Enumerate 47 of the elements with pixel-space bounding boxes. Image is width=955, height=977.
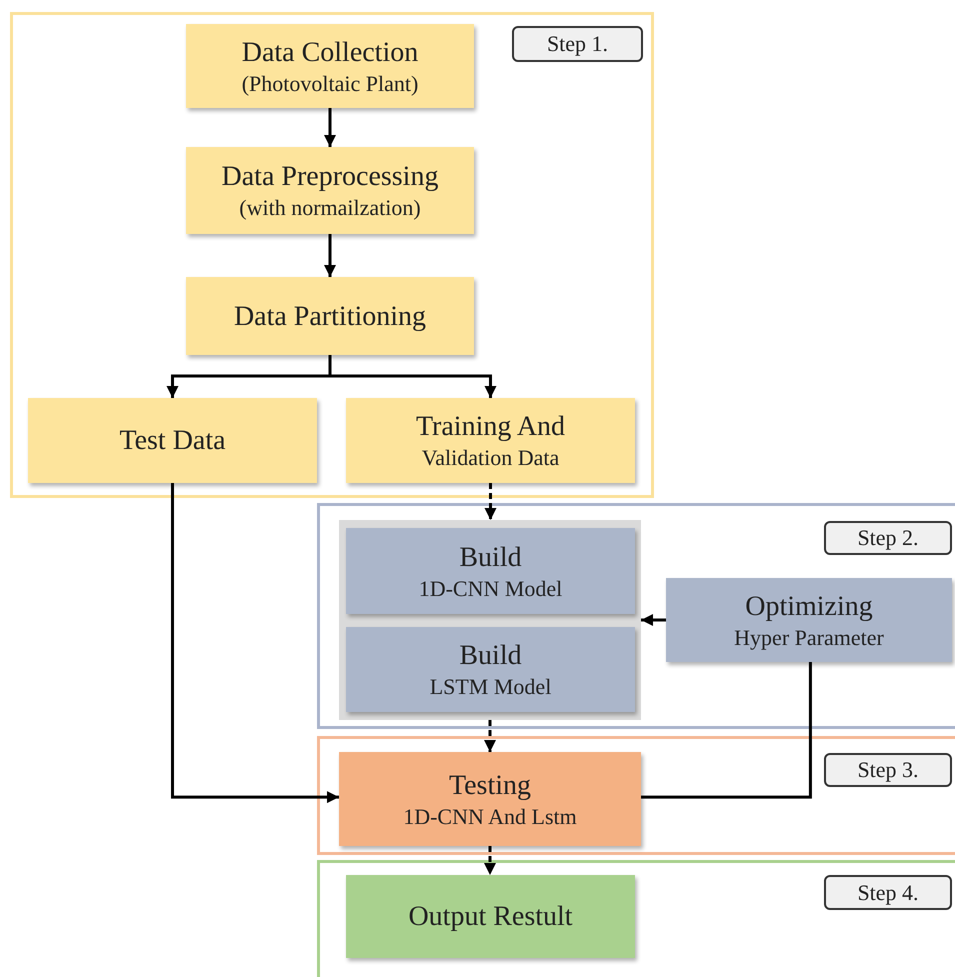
step-badge bbox=[824, 875, 952, 910]
process-box bbox=[346, 528, 635, 614]
step-label: Step 1. bbox=[546, 33, 608, 55]
step-frame bbox=[317, 503, 955, 729]
box-title: Data Preprocessing bbox=[222, 160, 438, 194]
arrow bbox=[171, 483, 339, 804]
step-frame bbox=[10, 12, 654, 498]
box-title: Build bbox=[459, 540, 522, 575]
arrow bbox=[484, 720, 496, 752]
process-box bbox=[28, 398, 317, 483]
step-badge bbox=[824, 521, 952, 555]
model-group-panel bbox=[339, 520, 641, 720]
process-box bbox=[186, 24, 474, 108]
arrow bbox=[324, 108, 336, 147]
box-subtitle: LSTM Model bbox=[430, 673, 552, 701]
box-subtitle: Hyper Parameter bbox=[734, 624, 884, 652]
step-badge bbox=[824, 753, 952, 787]
box-subtitle: Validation Data bbox=[422, 444, 560, 472]
step-label: Step 2. bbox=[857, 527, 919, 549]
step-badge bbox=[512, 26, 643, 62]
box-title: Output Restult bbox=[408, 900, 573, 934]
box-title: Testing bbox=[448, 768, 532, 803]
process-box bbox=[346, 627, 635, 712]
box-subtitle: (with normailzation) bbox=[239, 194, 421, 222]
step-frame bbox=[317, 736, 955, 855]
step-label: Step 4. bbox=[857, 882, 919, 904]
box-subtitle: 1D-CNN And Lstm bbox=[403, 802, 577, 830]
process-box bbox=[186, 277, 474, 355]
box-title: Data Partitioning bbox=[234, 300, 426, 334]
box-title: Data Collection bbox=[242, 36, 418, 70]
step-label: Step 3. bbox=[857, 759, 919, 781]
box-title: Training And bbox=[416, 410, 566, 444]
box-subtitle: 1D-CNN Model bbox=[418, 574, 562, 602]
step-frame bbox=[317, 860, 955, 977]
box-subtitle: (Photovoltaic Plant) bbox=[242, 70, 418, 98]
process-box bbox=[666, 578, 952, 662]
box-title: Optimizing bbox=[745, 590, 873, 624]
arrow bbox=[484, 846, 496, 875]
arrow bbox=[324, 234, 336, 277]
process-box bbox=[339, 752, 641, 846]
arrow bbox=[641, 614, 666, 626]
box-title: Test Data bbox=[119, 424, 226, 458]
process-box bbox=[346, 398, 635, 483]
box-title: Build bbox=[459, 639, 522, 674]
arrow bbox=[484, 483, 496, 520]
process-box bbox=[186, 147, 474, 234]
process-box bbox=[346, 875, 635, 958]
